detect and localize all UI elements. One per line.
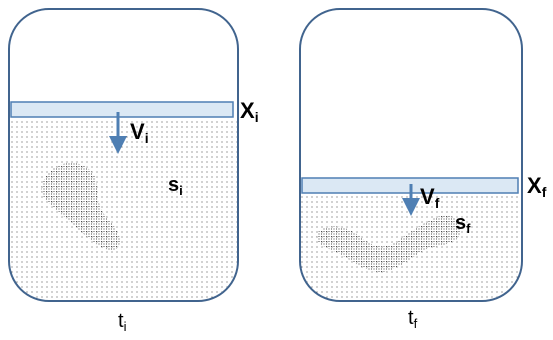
- particle-cluster: [316, 215, 461, 272]
- piston-left: [10, 101, 234, 118]
- particle-label-left: si: [168, 174, 183, 198]
- time-label-right: tf: [408, 307, 418, 331]
- position-label-right: Xf: [527, 173, 547, 200]
- velocity-label-right: Vf: [420, 184, 440, 211]
- initial-state-diagram: Vi Xi si ti: [8, 8, 259, 334]
- gas-particles-region: [9, 118, 238, 301]
- position-label-left: Xi: [240, 98, 259, 125]
- container-left: [8, 8, 239, 302]
- velocity-label-left: Vi: [130, 119, 149, 146]
- time-label-left: ti: [118, 310, 127, 334]
- gas-particles-region: [300, 193, 522, 301]
- final-state-diagram: Vf Xf sf tf: [299, 8, 547, 331]
- container-right: [299, 8, 523, 302]
- particle-cluster: [41, 162, 120, 250]
- particle-label-right: sf: [455, 212, 471, 236]
